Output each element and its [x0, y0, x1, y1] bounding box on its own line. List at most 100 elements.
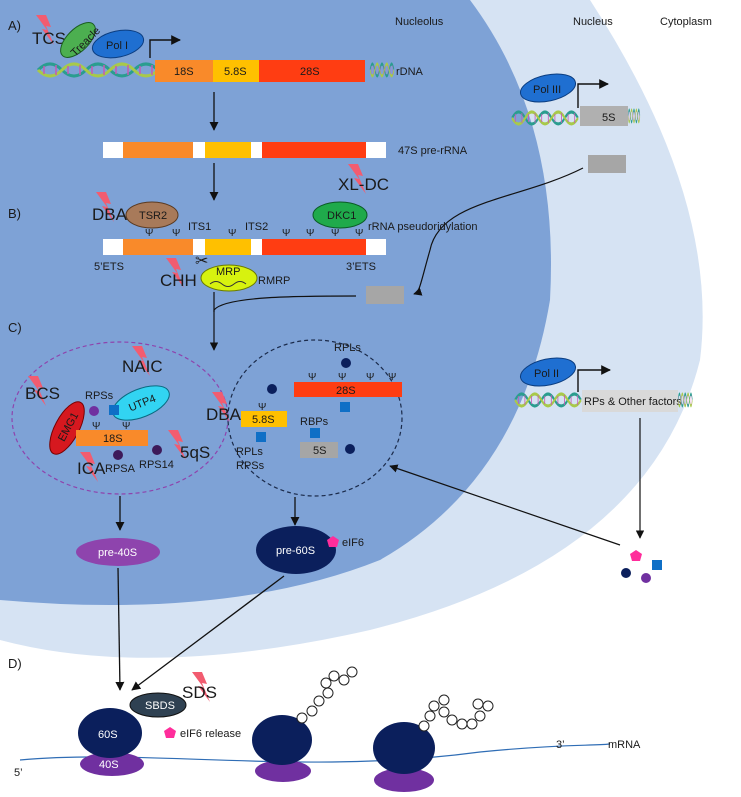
ribosome-60s-subunit: [373, 722, 435, 774]
eif6-release-pentagon: [164, 727, 176, 738]
rdna-28s-label: 28S: [300, 66, 320, 78]
large-subunit-assembly-boundary: [227, 339, 403, 497]
tcs-label: TCS: [32, 29, 66, 48]
eif6-release-label: eIF6 release: [180, 728, 241, 740]
rpls-label: RPLs: [236, 446, 263, 458]
psi-mark: Ψ: [122, 421, 130, 432]
rps14-dot: [152, 445, 162, 455]
ribosome-40s-subunit: [255, 760, 311, 782]
pol3-start-arrow: [577, 79, 609, 108]
cytoplasm-label: Cytoplasm: [660, 16, 712, 28]
its2-label: ITS2: [245, 221, 268, 233]
eif6-label: eIF6: [342, 537, 364, 549]
c-28s-label: 28S: [336, 385, 356, 397]
mrp-label: MRP: [216, 266, 240, 278]
ribosome-60s-subunit: [78, 708, 142, 758]
pre60s-label: pre-60S: [276, 545, 315, 557]
arrow-pre60s-to-ribosome: [131, 575, 285, 691]
pre40s-particle: [76, 538, 160, 566]
rpl-dot: [345, 444, 355, 454]
rdna-18s-label: 18S: [174, 66, 194, 78]
factor-pentagon: [630, 550, 642, 561]
rmrp-label: RMRP: [258, 275, 290, 287]
psi-mark: Ψ: [228, 228, 236, 239]
rbps-label: RBPs: [300, 416, 329, 428]
rdna-28s-segment: [259, 60, 365, 82]
modified-28s: [262, 239, 366, 255]
prerrna-58s: [205, 142, 251, 158]
rpsa-label: RPSA: [105, 463, 136, 475]
5s-rrna-in-nucleolus: [366, 286, 404, 304]
rp-square-blue: [109, 405, 119, 415]
c-18s-segment: [76, 430, 148, 446]
sbds-label: SBDS: [145, 700, 175, 712]
ribosome-60s-subunit: [252, 715, 312, 765]
c-58s-segment: [241, 411, 287, 427]
tsr2-protein: [125, 201, 179, 229]
naic-label: NAIC: [122, 357, 163, 376]
nucleus-label: Nucleus: [573, 16, 613, 28]
its1-label: ITS1: [188, 221, 211, 233]
psi-mark: Ψ: [282, 228, 290, 239]
xldc-label: XL-DC: [338, 175, 389, 194]
psi-mark: Ψ: [306, 228, 314, 239]
factor-square: [652, 560, 662, 570]
rpss-label-large: RPSs: [236, 460, 265, 472]
peptide-chain: [418, 694, 494, 732]
ribosome-40s-label: 40S: [99, 759, 119, 771]
mrna-5prime-label: 5’: [14, 767, 23, 779]
mrna-3prime-label: 3’: [556, 739, 565, 751]
bcs-label: BCS: [25, 384, 60, 403]
arrow-5s-to-nucleolus: [413, 167, 584, 296]
gene-5s-block: [580, 106, 628, 126]
arrow-processing-to-assembly: [209, 295, 357, 351]
ribosome-40s-subunit: [80, 752, 144, 776]
pre40s-label: pre-40S: [98, 547, 137, 559]
prerrna-28s: [262, 142, 366, 158]
c-5s-segment: [300, 442, 338, 458]
scissors-icon: ✂: [195, 253, 208, 270]
modified-18s: [123, 239, 193, 255]
prerrna-18s: [123, 142, 193, 158]
eif6-pentagon: [327, 536, 339, 547]
treacle-protein: [60, 22, 96, 58]
prerrna-label: 47S pre-rRNA: [398, 145, 468, 157]
transcription-start-arrow: [149, 35, 181, 58]
nucleolus-label: Nucleolus: [395, 16, 444, 28]
mrna-label: mRNA: [608, 739, 641, 751]
sds-label: SDS: [182, 683, 217, 702]
pol3-protein: [519, 73, 577, 103]
dkc1-label: DKC1: [327, 210, 356, 222]
pol2-label: Pol II: [534, 368, 559, 380]
rmrp-rna-squiggle: [209, 281, 247, 287]
pol3-label: Pol III: [533, 84, 561, 96]
psi-mark: Ψ: [388, 372, 396, 383]
pol1-protein: [91, 29, 145, 59]
c-28s-segment: [294, 382, 402, 397]
psi-mark: Ψ: [338, 372, 346, 383]
psi-marks-28s: Ψ Ψ Ψ Ψ: [308, 372, 396, 383]
sbds-protein: [129, 692, 187, 718]
pol2-gene-block: [582, 390, 678, 412]
ets3-label: 3’ETS: [346, 261, 376, 273]
c-5s-label: 5S: [313, 445, 326, 457]
rdna-58s-label: 5.8S: [224, 66, 247, 78]
tsr2-label: TSR2: [139, 210, 167, 222]
dkc1-protein: [312, 201, 368, 229]
pseudoridylation-label: rRNA pseudoridylation: [368, 221, 477, 233]
dba-label-b: DBA: [92, 205, 128, 224]
rdna-label: rDNA: [396, 66, 424, 78]
rpsa-dot: [113, 450, 123, 460]
psi-mark: Ψ: [92, 421, 100, 432]
psi-marks-18s: Ψ Ψ: [92, 421, 130, 432]
factor-dot-purple: [641, 573, 651, 583]
arrow-factors-to-assembly: [389, 464, 621, 546]
psi-mark: Ψ: [331, 228, 339, 239]
psi-mark: Ψ: [258, 402, 266, 413]
c-18s-label: 18S: [103, 433, 123, 445]
rdna-58s-segment: [213, 60, 259, 82]
mrp-complex: [200, 264, 258, 292]
pol1-label: Pol I: [106, 40, 128, 52]
peptide-chain: [296, 666, 358, 724]
